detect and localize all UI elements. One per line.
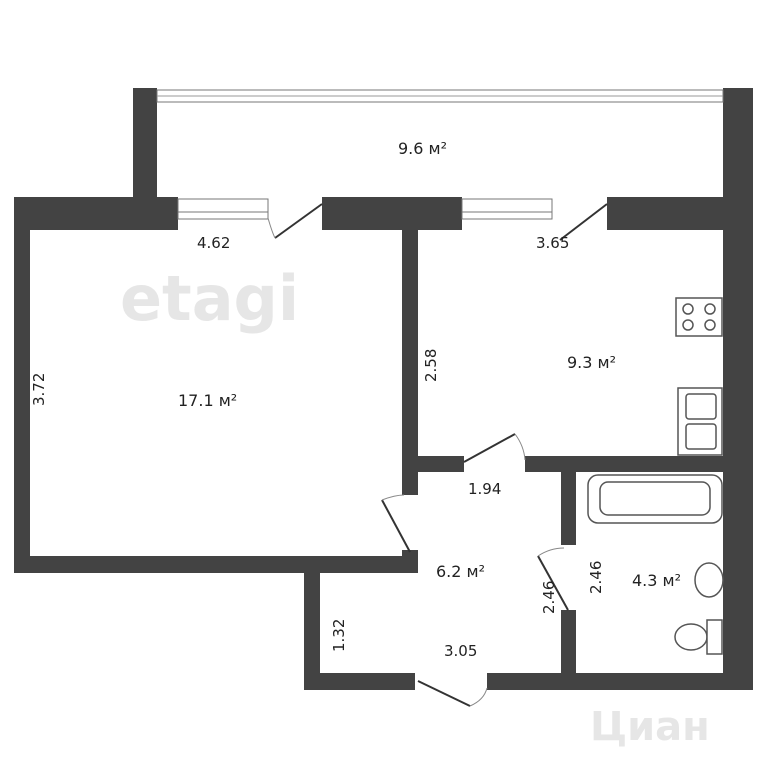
watermarks: etagi Циан: [120, 262, 710, 750]
hall-height: 2.46: [540, 581, 558, 614]
kitchen-area: 9.3 м²: [567, 353, 616, 372]
bathroom-height: 2.46: [587, 561, 605, 594]
washbasin-icon: [694, 562, 724, 598]
doors: [267, 203, 608, 707]
kitchen-fixtures: [675, 297, 723, 456]
hall-area: 6.2 м²: [436, 562, 485, 581]
kitchen-width: 3.65: [536, 234, 569, 252]
labels: 9.6 м² 4.62 3.65 17.1 м² 3.72 2.58 9.3 м…: [30, 139, 681, 660]
hall-width-top: 1.94: [468, 480, 501, 498]
hall-width-bottom: 3.05: [444, 642, 477, 660]
bathroom-fixtures: [587, 474, 724, 655]
walls: [14, 88, 753, 690]
balcony-area: 9.6 м²: [398, 139, 447, 158]
living-area: 17.1 м²: [178, 391, 237, 410]
watermark-etagi: etagi: [120, 262, 299, 335]
windows: [156, 89, 724, 220]
watermark-cian: Циан: [590, 704, 710, 750]
toilet-icon: [674, 623, 708, 651]
living-width: 4.62: [197, 234, 230, 252]
kitchen-height: 2.58: [422, 349, 440, 382]
hall-niche: 1.32: [330, 619, 348, 652]
bathroom-area: 4.3 м²: [632, 571, 681, 590]
stove-icon: [675, 297, 723, 337]
living-height: 3.72: [30, 373, 48, 406]
